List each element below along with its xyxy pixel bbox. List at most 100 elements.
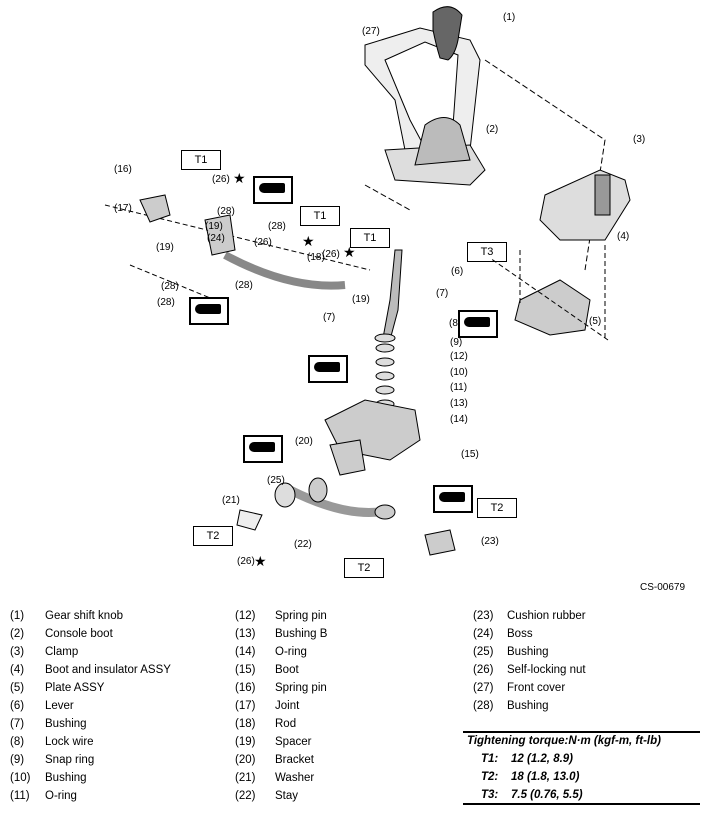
callout-label: (7) xyxy=(436,288,449,299)
grease-gun-icon xyxy=(308,355,348,383)
legend-number: (17) xyxy=(235,700,256,712)
grease-gun-icon xyxy=(189,297,229,325)
legend-name: O-ring xyxy=(45,790,77,802)
callout-label: (19) xyxy=(205,221,223,232)
legend-number: (3) xyxy=(10,646,25,658)
legend-number: (25) xyxy=(473,646,494,658)
callout-label: (5) xyxy=(589,316,602,327)
legend-number: (24) xyxy=(473,628,494,640)
callout-label: (4) xyxy=(617,231,630,242)
callout-label: (3) xyxy=(633,134,646,145)
legend-name: Boot xyxy=(275,664,299,676)
legend-number: (26) xyxy=(473,664,494,676)
legend-number: (10) xyxy=(10,772,31,784)
legend-name: O-ring xyxy=(275,646,307,658)
callout-label: (28) xyxy=(268,221,286,232)
torque-tag: T3 xyxy=(467,242,507,262)
legend-name: Console boot xyxy=(45,628,113,640)
legend-name: Cushion rubber xyxy=(507,610,586,622)
torque-tag-label: T3: xyxy=(481,789,499,801)
legend-number: (28) xyxy=(473,700,494,712)
legend-name: Lever xyxy=(45,700,74,712)
legend-name: Rod xyxy=(275,718,297,730)
legend-name: Joint xyxy=(275,700,300,712)
callout-label: (28) xyxy=(217,206,235,217)
legend-name: Boss xyxy=(507,628,533,640)
legend-number: (11) xyxy=(10,790,30,802)
legend-number: (9) xyxy=(10,754,25,766)
torque-tag-label: T1: xyxy=(481,753,499,765)
legend-name: Bushing xyxy=(45,772,87,784)
legend-number: (12) xyxy=(235,610,256,622)
torque-tag: T2 xyxy=(344,558,384,578)
star-icon: ★ xyxy=(233,170,246,186)
torque-header: Tightening torque:N·m (kgf-m, ft-lb) xyxy=(467,735,661,747)
boot-and-insulator xyxy=(539,169,631,241)
callout-label: (28) xyxy=(235,280,253,291)
star-icon: ★ xyxy=(471,314,484,330)
callout-label: (25) xyxy=(267,475,285,486)
grease-gun-icon xyxy=(458,310,498,338)
torque-tag: T1 xyxy=(300,206,340,226)
torque-tag: T1 xyxy=(350,228,390,248)
callout-label: (24) xyxy=(207,233,225,244)
callout-label: (8) xyxy=(449,318,462,329)
torque-tag-label: T2: xyxy=(481,771,499,783)
torque-value: 18 (1.8, 13.0) xyxy=(511,771,580,783)
callout-label: (26) xyxy=(237,556,255,567)
cushion-rubber xyxy=(424,529,456,556)
diagram-drawing xyxy=(104,6,631,556)
legend-number: (7) xyxy=(10,718,25,730)
torque-table-top-rule xyxy=(463,731,700,733)
legend-name: Spring pin xyxy=(275,682,327,694)
star-icon: ★ xyxy=(343,244,356,260)
stay xyxy=(287,485,392,517)
legend-name: Spacer xyxy=(275,736,312,748)
joint xyxy=(139,194,171,223)
callout-label: (26) xyxy=(212,174,230,185)
callout-label: (9) xyxy=(450,337,463,348)
legend-name: Self-locking nut xyxy=(507,664,586,676)
callout-label: (12) xyxy=(450,351,468,362)
legend-number: (20) xyxy=(235,754,256,766)
legend-number: (19) xyxy=(235,736,256,748)
lever xyxy=(382,249,403,341)
legend-number: (16) xyxy=(235,682,256,694)
legend-number: (22) xyxy=(235,790,256,802)
legend-name: Bushing xyxy=(507,700,549,712)
callout-label: (20) xyxy=(295,436,313,447)
callout-label: (2) xyxy=(486,124,499,135)
callout-label: (21) xyxy=(222,495,240,506)
star-icon: ★ xyxy=(302,233,315,249)
callout-label: (6) xyxy=(451,266,464,277)
callout-label: (26) xyxy=(254,237,272,248)
bracket xyxy=(329,439,366,476)
legend-name: Gear shift knob xyxy=(45,610,123,622)
legend-name: Stay xyxy=(275,790,299,802)
legend-name: Lock wire xyxy=(45,736,94,748)
figure-code: CS-00679 xyxy=(640,582,686,593)
torque-tag: T2 xyxy=(477,498,517,518)
grease-gun-icon xyxy=(243,435,283,463)
legend-name: Plate ASSY xyxy=(45,682,105,694)
legend-name: Washer xyxy=(275,772,315,784)
torque-value: 7.5 (0.76, 5.5) xyxy=(511,789,583,801)
legend-number: (15) xyxy=(235,664,256,676)
torque-table-bottom-rule xyxy=(463,803,700,805)
legend-name: Bushing xyxy=(507,646,549,658)
legend-name: Snap ring xyxy=(45,754,95,766)
legend-name: Clamp xyxy=(45,646,79,658)
callout-label: (27) xyxy=(362,26,380,37)
callout-label: (15) xyxy=(461,449,479,460)
legend-name: Bushing xyxy=(45,718,87,730)
legend-name: Bushing B xyxy=(275,628,328,640)
callout-label: (10) xyxy=(450,367,468,378)
small-parts xyxy=(374,333,396,409)
callout-label: (23) xyxy=(481,536,499,547)
legend-number: (2) xyxy=(10,628,25,640)
callout-label: (17) xyxy=(114,203,132,214)
legend-number: (6) xyxy=(10,700,25,712)
legend-name: Front cover xyxy=(507,682,566,694)
legend-number: (21) xyxy=(235,772,256,784)
